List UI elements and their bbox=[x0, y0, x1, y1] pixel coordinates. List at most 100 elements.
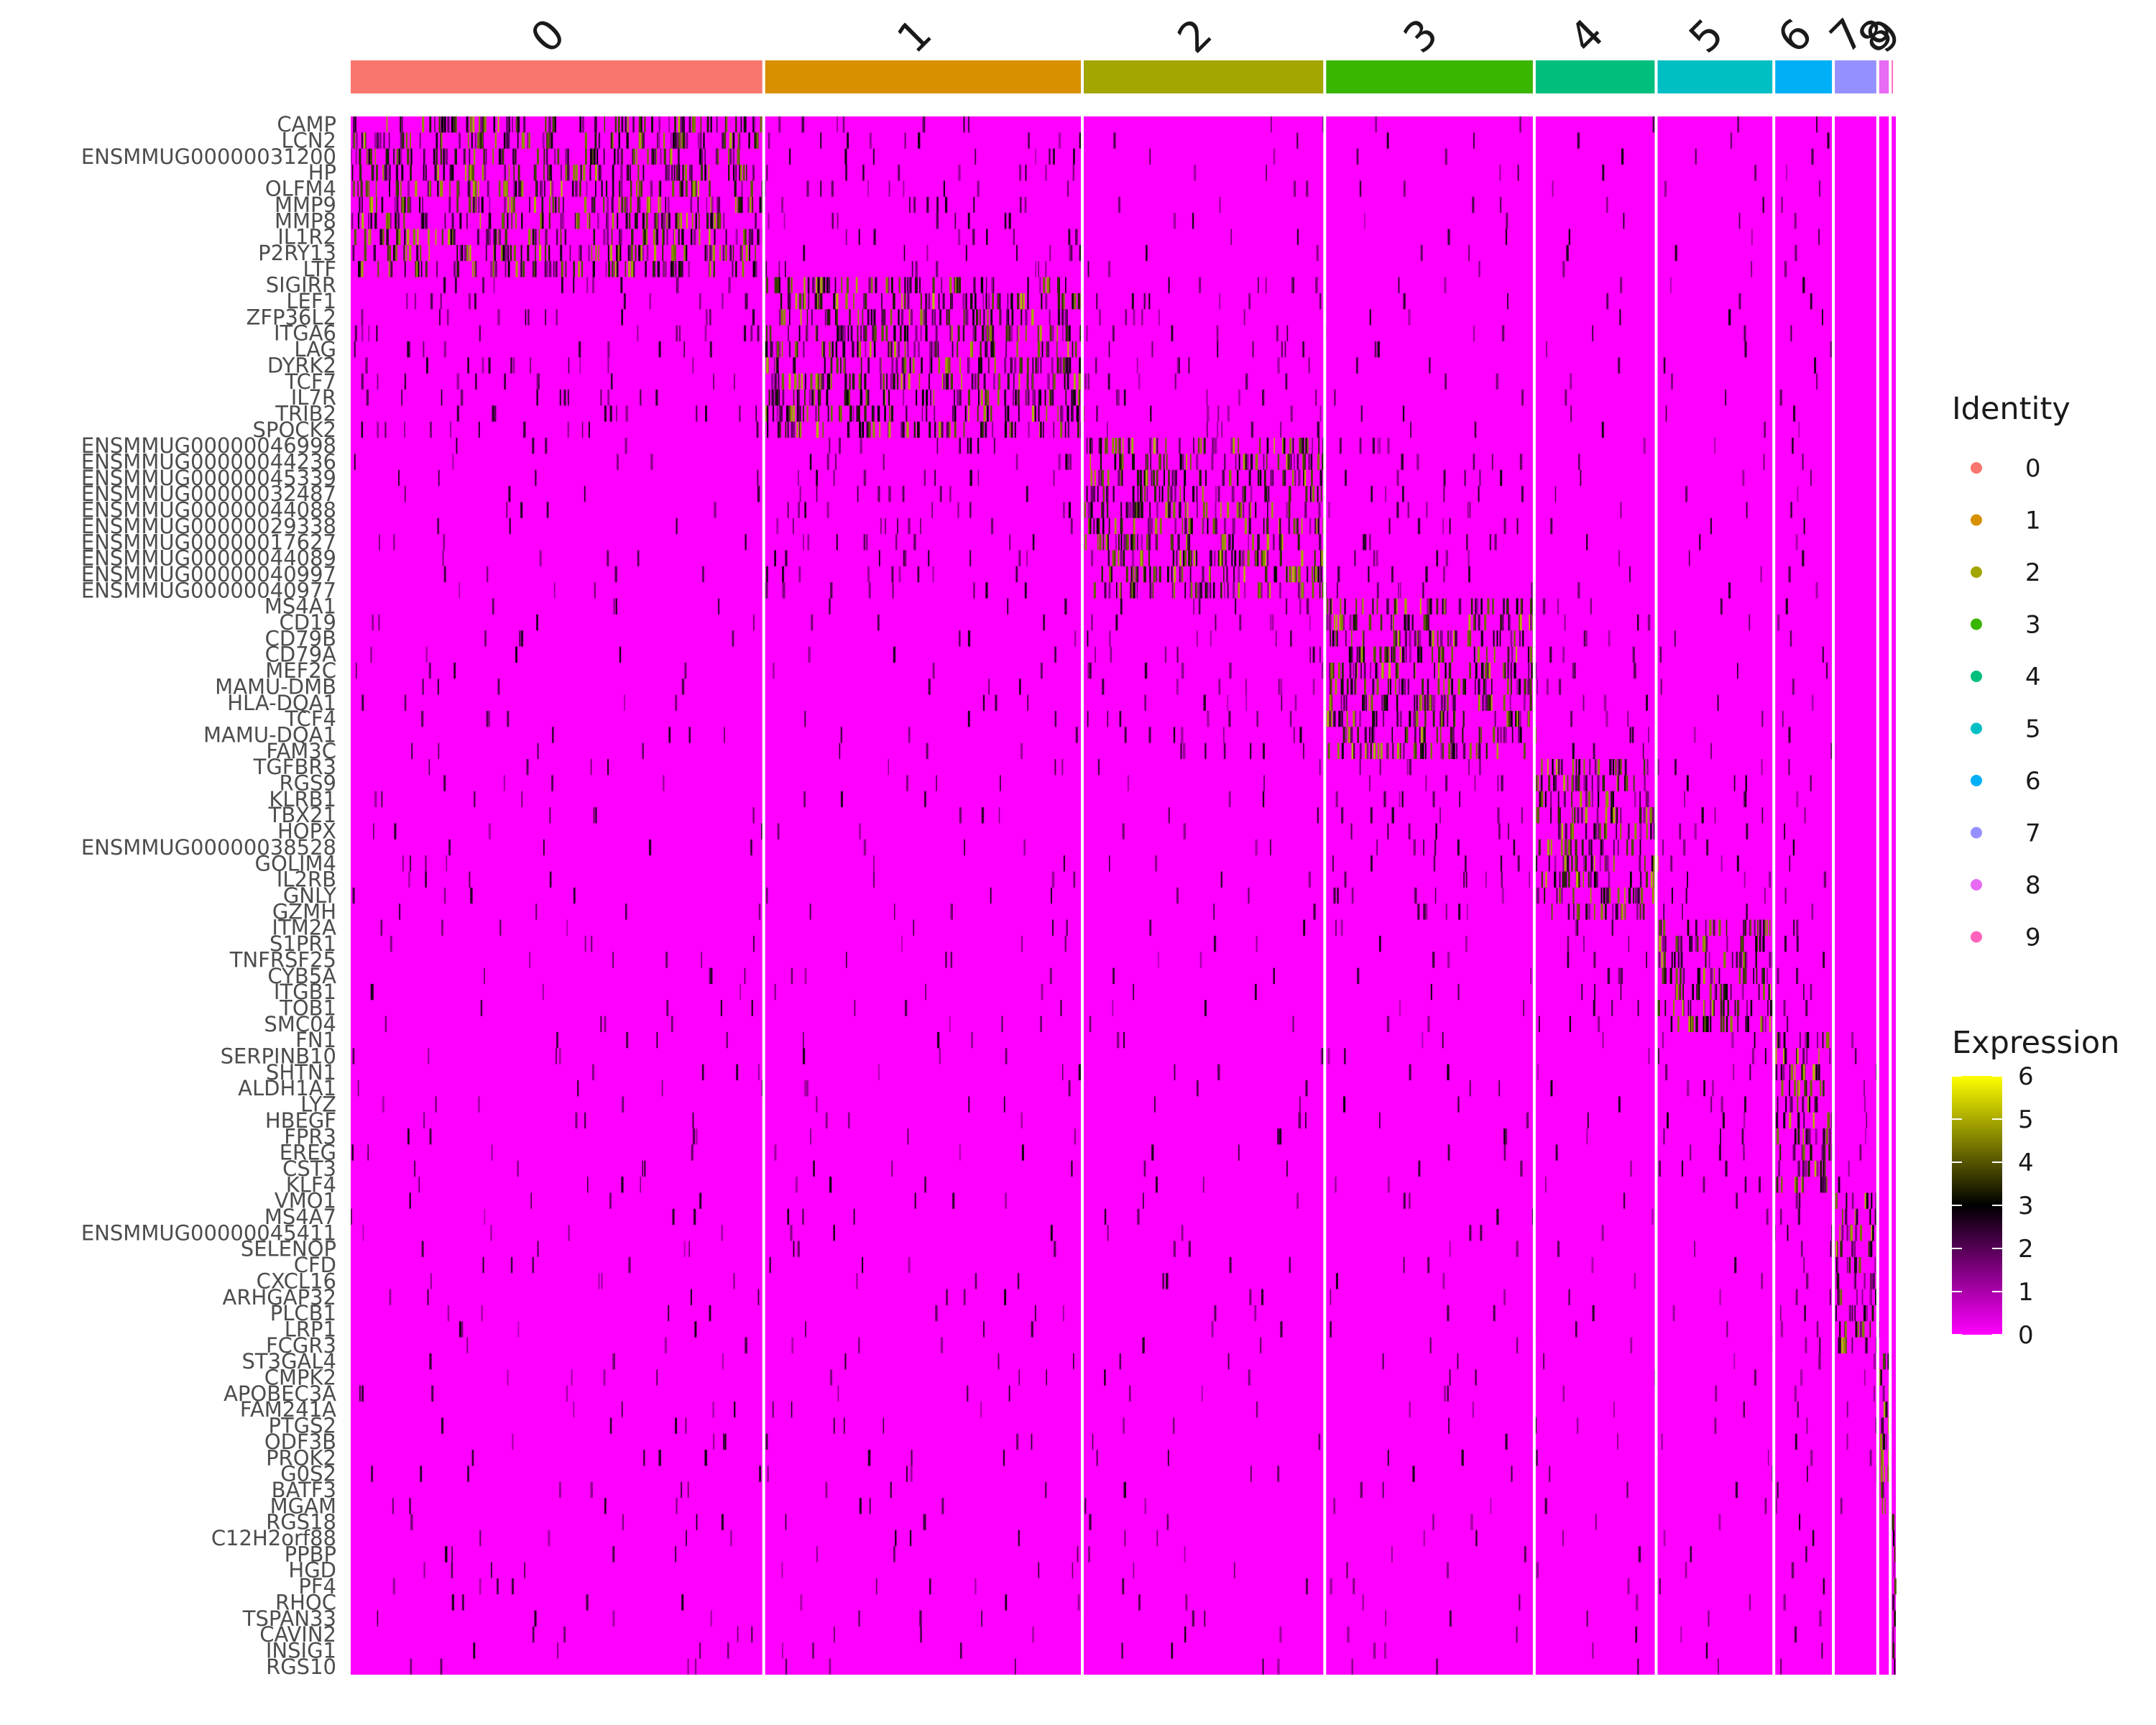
heatmap-cell bbox=[586, 213, 589, 229]
heatmap-cell bbox=[1337, 566, 1340, 583]
heatmap-cell bbox=[1019, 165, 1021, 181]
heatmap-cell bbox=[1269, 839, 1271, 856]
heatmap-cell bbox=[1049, 325, 1052, 341]
heatmap-cell bbox=[755, 244, 756, 262]
heatmap-cell bbox=[1606, 293, 1609, 310]
heatmap-cell bbox=[569, 244, 571, 262]
heatmap-cell bbox=[1073, 148, 1075, 165]
heatmap-cell bbox=[1783, 1064, 1785, 1081]
heatmap-cell bbox=[1318, 1433, 1321, 1450]
heatmap-cell bbox=[680, 213, 683, 229]
heatmap-cell bbox=[1452, 727, 1455, 743]
heatmap-cell bbox=[1277, 1658, 1280, 1675]
heatmap-cell bbox=[1166, 1273, 1169, 1289]
heatmap-cell bbox=[675, 261, 677, 277]
heatmap-cell bbox=[1032, 373, 1033, 390]
heatmap-cell bbox=[907, 293, 908, 310]
heatmap-cell bbox=[1182, 742, 1186, 760]
heatmap-cell bbox=[1815, 1096, 1817, 1113]
heatmap-cell bbox=[1501, 871, 1503, 888]
heatmap-cell bbox=[987, 309, 989, 326]
heatmap-cell bbox=[1789, 855, 1791, 872]
heatmap-cell bbox=[696, 405, 698, 422]
heatmap-cell bbox=[1469, 502, 1471, 518]
heatmap-cell bbox=[1597, 775, 1600, 791]
heatmap-cell bbox=[1527, 646, 1529, 663]
heatmap-cell bbox=[1445, 550, 1448, 566]
heatmap-cell bbox=[1102, 534, 1105, 551]
heatmap-cell bbox=[1422, 694, 1424, 711]
heatmap-cell bbox=[1298, 1112, 1302, 1129]
heatmap-cell bbox=[1118, 438, 1121, 454]
heatmap-cell bbox=[1136, 469, 1140, 487]
heatmap-cell bbox=[1054, 646, 1056, 663]
heatmap-cell bbox=[952, 405, 954, 422]
heatmap-cell bbox=[1376, 550, 1378, 566]
heatmap-cell bbox=[865, 293, 867, 310]
heatmap-cell bbox=[1193, 598, 1194, 615]
heatmap-cell bbox=[910, 1466, 913, 1482]
heatmap-cell bbox=[812, 1642, 814, 1659]
heatmap-cell bbox=[900, 421, 903, 438]
heatmap-cell bbox=[517, 132, 519, 149]
heatmap-cell bbox=[1061, 405, 1064, 422]
heatmap-cell bbox=[415, 261, 417, 277]
cluster-separator bbox=[762, 116, 765, 1675]
heatmap-cell bbox=[1330, 1321, 1332, 1338]
heatmap-cell bbox=[1470, 598, 1473, 615]
heatmap-cell bbox=[1727, 1000, 1729, 1016]
heatmap-cell bbox=[1652, 887, 1654, 904]
heatmap-cell bbox=[1369, 309, 1371, 326]
heatmap-cell bbox=[858, 1610, 860, 1627]
heatmap-cell bbox=[701, 952, 703, 968]
heatmap-cell bbox=[546, 132, 548, 149]
heatmap-cell bbox=[1812, 1112, 1815, 1129]
heatmap-cell bbox=[1050, 1225, 1053, 1241]
heatmap-cell bbox=[1257, 469, 1260, 487]
heatmap-cell bbox=[568, 1225, 570, 1241]
heatmap-cell bbox=[579, 180, 581, 197]
heatmap-cell bbox=[806, 180, 809, 197]
heatmap-cell bbox=[1332, 662, 1335, 679]
heatmap-cell bbox=[1442, 711, 1445, 727]
heatmap-cell bbox=[1562, 1530, 1564, 1547]
heatmap-cell bbox=[1067, 421, 1070, 438]
heatmap-cell bbox=[1256, 550, 1257, 566]
heatmap-cell bbox=[1503, 1128, 1506, 1145]
heatmap-cell bbox=[1009, 534, 1011, 551]
heatmap-cell bbox=[1112, 1000, 1114, 1016]
heatmap-cell bbox=[1585, 855, 1587, 872]
heatmap-cell bbox=[423, 1112, 425, 1129]
heatmap-cell bbox=[1347, 1626, 1350, 1643]
heatmap-cell bbox=[1025, 325, 1027, 341]
heatmap-cell bbox=[1095, 646, 1096, 663]
heatmap-cell bbox=[1650, 823, 1652, 840]
heatmap-cell bbox=[806, 405, 808, 422]
heatmap-cell bbox=[1245, 373, 1248, 390]
heatmap-cell bbox=[778, 277, 780, 293]
heatmap-cell bbox=[1874, 1385, 1875, 1402]
heatmap-cell bbox=[677, 213, 680, 229]
heatmap-cell bbox=[660, 213, 663, 229]
heatmap-cell bbox=[589, 148, 593, 165]
heatmap-cell bbox=[1623, 1192, 1626, 1209]
gene-label: SIGIRR bbox=[266, 273, 336, 298]
heatmap-cell bbox=[1718, 967, 1720, 984]
heatmap-cell bbox=[487, 229, 489, 245]
heatmap-cell bbox=[1125, 309, 1128, 326]
heatmap-cell bbox=[1262, 550, 1266, 566]
heatmap-cell bbox=[1620, 759, 1622, 776]
heatmap-cell bbox=[1445, 148, 1447, 165]
heatmap-cell bbox=[1365, 742, 1367, 760]
heatmap-cell bbox=[1544, 791, 1547, 808]
heatmap-cell bbox=[740, 116, 742, 133]
heatmap-cell bbox=[1330, 678, 1332, 695]
heatmap-cell bbox=[1332, 855, 1334, 872]
heatmap-cell bbox=[423, 1562, 425, 1578]
heatmap-cell bbox=[607, 759, 609, 776]
heatmap-cell bbox=[1552, 180, 1554, 197]
heatmap-cell bbox=[1695, 919, 1697, 936]
heatmap-cell bbox=[1250, 486, 1253, 502]
heatmap-cell bbox=[983, 373, 986, 390]
